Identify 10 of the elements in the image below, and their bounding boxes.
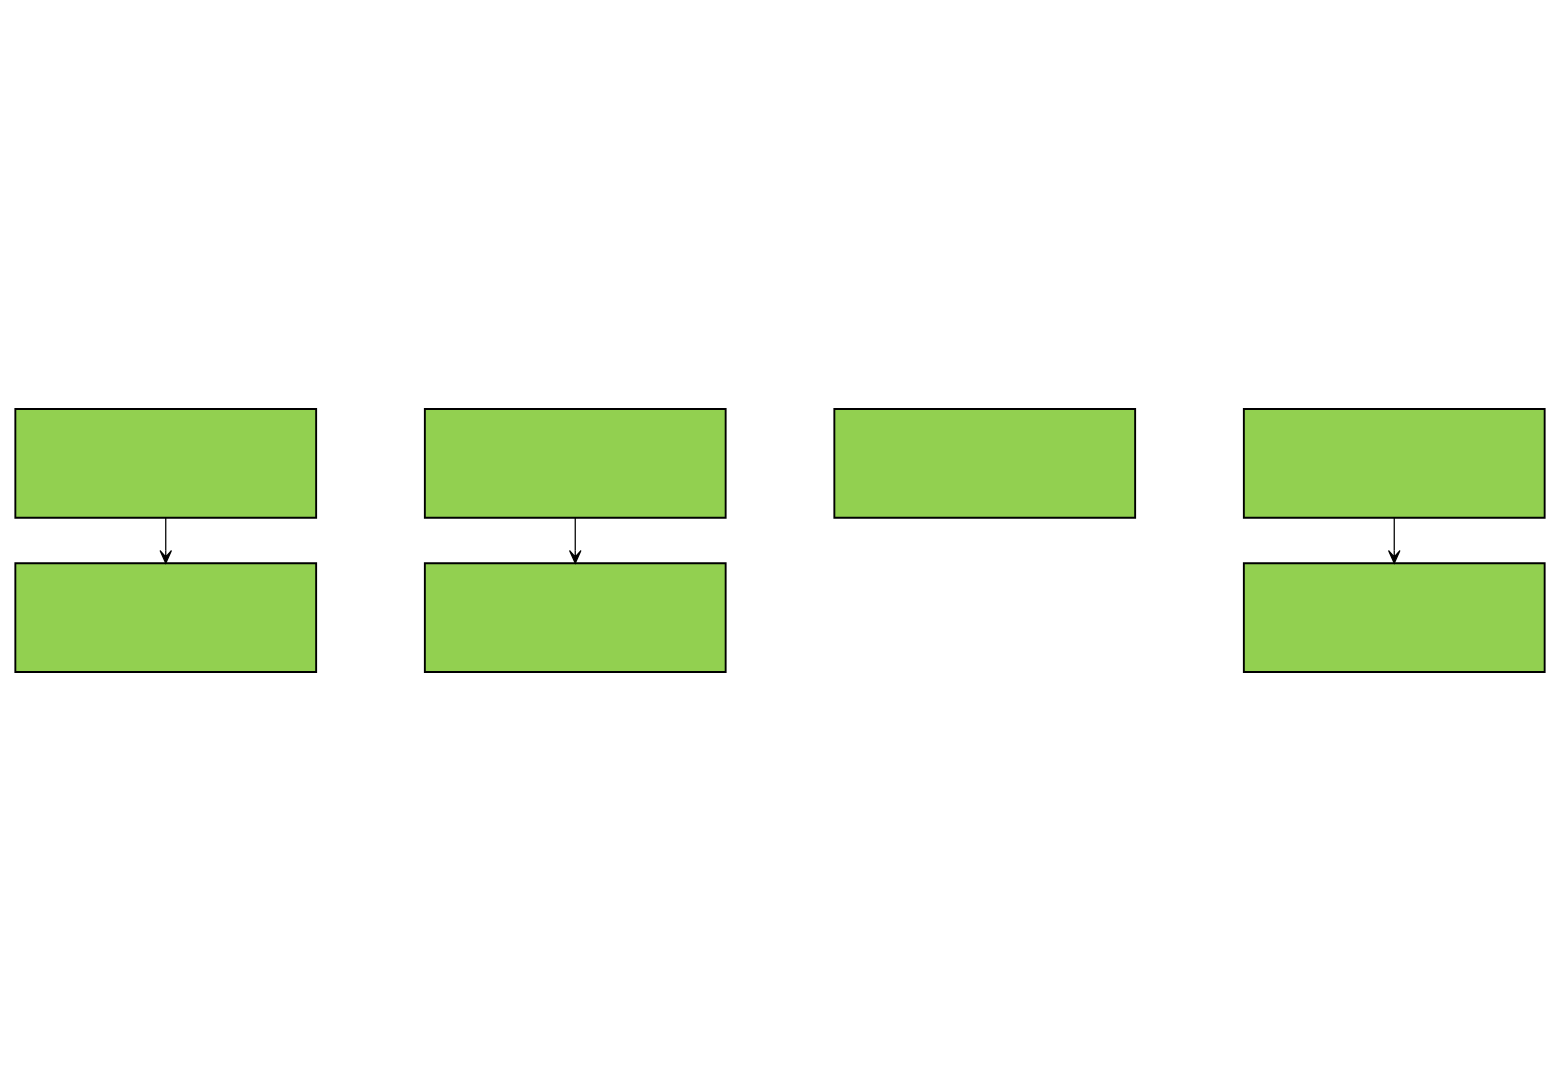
node-box [833, 407, 1137, 519]
node-box [14, 407, 318, 519]
arrow [159, 516, 173, 564]
arrow [1387, 516, 1401, 564]
node-box [1242, 407, 1546, 519]
node-box [423, 407, 727, 519]
node-box [1242, 561, 1546, 673]
node-box [423, 561, 727, 673]
node-box [14, 561, 318, 673]
arrow [568, 516, 582, 564]
